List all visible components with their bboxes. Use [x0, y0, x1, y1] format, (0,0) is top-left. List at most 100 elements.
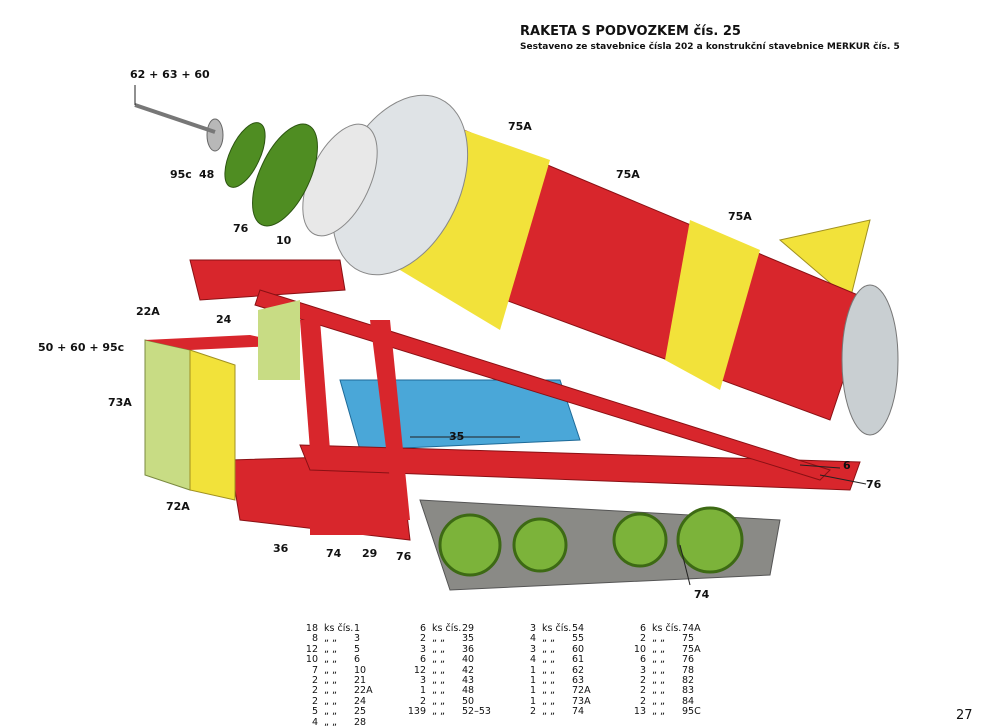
part-number: 60: [572, 643, 585, 655]
part-number: 74A: [682, 623, 701, 634]
part-unit: „ „: [324, 685, 337, 697]
part-number: 24: [354, 695, 367, 707]
part-quantity: 10: [305, 654, 318, 666]
part-quantity: 5: [311, 706, 318, 718]
part-number: 1: [354, 623, 361, 634]
part-quantity: 6: [419, 654, 426, 666]
part-number: 62: [572, 664, 585, 676]
callout-label: 50 + 60 + 95c: [38, 341, 125, 354]
callout-label: 48: [199, 168, 215, 181]
part-quantity: 2: [529, 706, 536, 718]
parts-list-row: 4„ „61: [510, 654, 612, 666]
parts-list-row: 5„ „25: [292, 706, 394, 718]
part-quantity: 6: [639, 623, 646, 634]
part-unit: „ „: [432, 654, 445, 666]
part-quantity: 12: [413, 664, 426, 676]
part-quantity: 4: [529, 654, 536, 666]
parts-list-row: 6„ „76: [620, 654, 722, 666]
part-quantity: 2: [639, 633, 646, 645]
callout-label: 74: [694, 588, 710, 601]
part-quantity: 1: [529, 685, 536, 697]
page-number: 27: [956, 708, 973, 723]
part-quantity: 3: [419, 643, 426, 655]
parts-list-row: 13„ „95C: [620, 706, 722, 718]
part-number: 28: [354, 716, 367, 728]
parts-list-row: 2„ „74: [510, 706, 612, 718]
part-quantity: 1: [529, 695, 536, 707]
part-number: 82: [682, 675, 695, 687]
part-quantity: 10: [633, 643, 646, 655]
part-unit: „ „: [324, 706, 337, 718]
part-number: 55: [572, 633, 585, 645]
part-unit: „ „: [542, 695, 555, 707]
parts-list-row: 1„ „48: [400, 685, 502, 697]
parts-list-row: 2„ „21: [292, 675, 394, 687]
track-assembly: [419, 499, 781, 591]
parts-list-row: 3„ „43: [400, 675, 502, 686]
callout-label: 76: [866, 478, 882, 491]
parts-list-row: 12„ „5: [292, 644, 394, 655]
part-quantity: 2: [419, 633, 426, 645]
part-number: 52–53: [462, 706, 491, 718]
part-quantity: 2: [639, 685, 646, 697]
parts-list-row: 2„ „75: [620, 633, 722, 645]
callout-label: 36: [273, 542, 289, 555]
parts-list-row: 2„ „82: [620, 675, 722, 687]
part-number: 84: [682, 695, 695, 707]
part-quantity: 2: [311, 675, 318, 687]
callout-label: 95c: [170, 168, 192, 181]
part-unit: „ „: [652, 633, 665, 645]
part-number: 76: [682, 654, 695, 666]
part-unit: „ „: [324, 716, 337, 728]
part-unit: „ „: [432, 643, 445, 655]
part-quantity: 2: [311, 685, 318, 697]
callout-label: 62 + 63 + 60: [130, 68, 210, 81]
part-unit: „ „: [324, 633, 337, 645]
callout-label: 22A: [136, 305, 160, 318]
part-unit: „ „: [652, 643, 665, 655]
part-quantity: 2: [639, 695, 646, 707]
parts-list-row: 2„ „22A: [292, 685, 394, 697]
part-unit: „ „: [432, 664, 445, 676]
part-number: 73A: [572, 695, 591, 707]
part-unit: „ „: [432, 706, 445, 718]
parts-list-row: 1„ „62: [510, 664, 612, 676]
callout-label: 75A: [728, 210, 752, 223]
part-quantity: 2: [311, 695, 318, 707]
part-number: 3: [354, 633, 361, 645]
part-number: 63: [572, 675, 585, 687]
part-quantity: 18: [305, 623, 318, 634]
part-quantity: 7: [311, 664, 318, 676]
part-number: 83: [682, 685, 695, 697]
part-quantity: 1: [419, 685, 426, 697]
part-number: 40: [462, 654, 475, 666]
part-quantity: 2: [639, 675, 646, 687]
parts-list-row: 3„ „36: [400, 643, 502, 655]
part-number: 42: [462, 664, 475, 676]
part-number: 21: [354, 675, 367, 687]
parts-list-row: 2„ „35: [400, 633, 502, 645]
part-quantity: 4: [311, 716, 318, 728]
parts-list-row: 7„ „10: [292, 664, 394, 676]
part-number: 95C: [682, 706, 701, 718]
part-quantity: 2: [419, 695, 426, 707]
part-unit: „ „: [432, 695, 445, 707]
part-unit: „ „: [542, 685, 555, 697]
part-unit: „ „: [652, 664, 665, 676]
callout-label: 75A: [616, 168, 640, 181]
parts-list-row: 2„ „84: [620, 695, 722, 707]
rocket-launcher-illustration: [134, 85, 899, 591]
part-unit: „ „: [542, 664, 555, 676]
chassis: [189, 259, 861, 541]
part-quantity: 139: [407, 706, 426, 718]
part-unit: „ „: [542, 706, 555, 718]
part-number: 6: [354, 654, 361, 666]
part-unit: „ „: [652, 654, 665, 666]
part-number: 50: [462, 695, 475, 707]
rocket: [134, 94, 899, 436]
